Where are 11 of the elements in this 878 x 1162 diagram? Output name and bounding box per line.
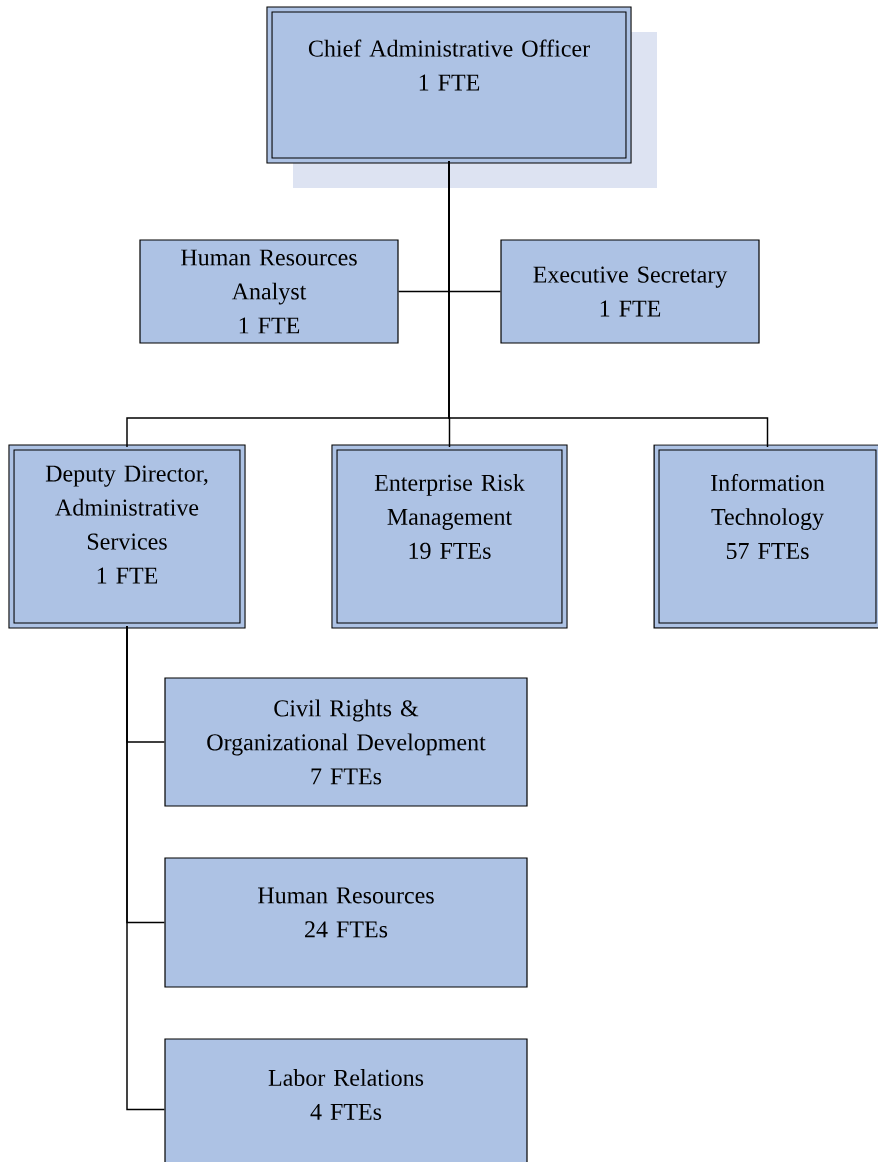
connector-line (126, 625, 166, 1111)
connector-line (448, 160, 769, 448)
org-box: Civil Rights & Organizational Development 7 FTEs (164, 677, 528, 807)
org-box: Enterprise Risk Management 19 FTEs (331, 444, 568, 629)
org-box: Executive Secretary 1 FTE (500, 239, 760, 344)
org-box: Human Resources 24 FTEs (164, 857, 528, 988)
org-box: Chief Administrative Officer 1 FTE (266, 6, 632, 164)
org-box: Information Technology 57 FTEs (653, 444, 878, 629)
org-box: Human Resources Analyst 1 FTE (139, 239, 399, 344)
org-box: Labor Relations 4 FTEs (164, 1038, 528, 1162)
org-box: Deputy Director, Administrative Services 1 FTE (8, 444, 246, 629)
